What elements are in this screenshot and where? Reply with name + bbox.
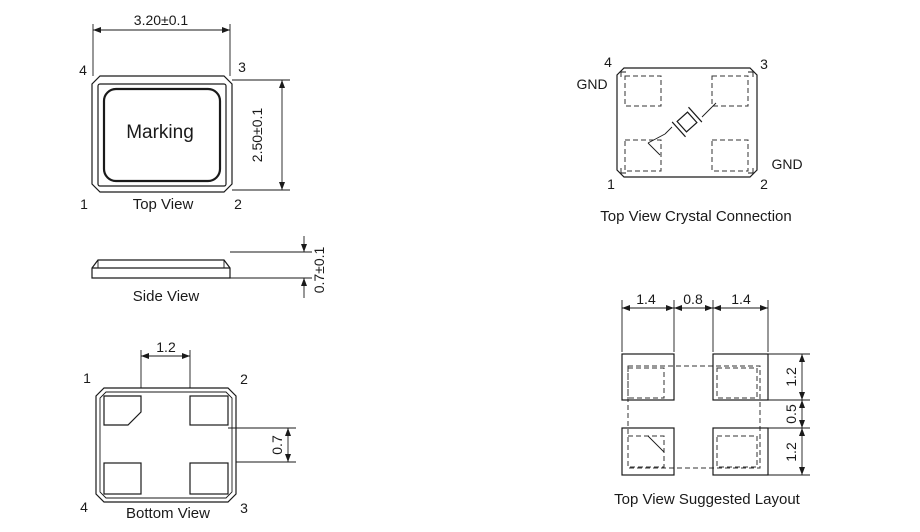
top-view-pin-1: 1 (80, 196, 88, 212)
top-view-lid (102, 87, 222, 183)
bottom-view-pad-3 (189, 462, 229, 495)
bottom-view-pad-1 (103, 395, 142, 426)
top-view-lid-outer (97, 83, 227, 187)
connection-pad-2 (711, 139, 749, 172)
bottom-view-pin-4: 4 (80, 499, 88, 515)
layout-dim-gap: 0.5 (783, 404, 799, 424)
connection-pin-1: 1 (607, 176, 615, 192)
layout-package-outline (627, 365, 761, 469)
top-view-caption: Top View (133, 196, 194, 213)
layout-land-2 (712, 427, 769, 476)
connection-gnd-top: GND (576, 76, 607, 92)
bottom-view-pin-2: 2 (240, 371, 248, 387)
bottom-view: 1.2 0.7 1 2 3 4 Bottom View (80, 339, 296, 522)
layout-land-3 (712, 353, 769, 401)
crystal-symbol (647, 102, 717, 156)
bottom-view-outline (95, 387, 237, 503)
marking-label: Marking (126, 122, 194, 143)
connection-caption: Top View Crystal Connection (600, 208, 791, 225)
suggested-layout-view: 1.4 0.8 1.4 1.2 0.5 1.2 Top View Suggest… (614, 291, 810, 508)
layout-dim-mid: 0.8 (683, 291, 703, 307)
bottom-view-pin-3: 3 (240, 500, 248, 516)
top-view-height-dim: 2.50±0.1 (249, 108, 265, 163)
connection-gnd-bottom: GND (771, 156, 802, 172)
crystal-connection-view: 4 GND 3 GND 1 2 Top View Crystal Connect… (576, 54, 802, 225)
layout-land-1 (621, 427, 675, 476)
connection-pin-3: 3 (760, 56, 768, 72)
layout-dim-left: 1.4 (636, 291, 656, 307)
top-view: 3.20±0.1 Marking 2.50±0.1 4 3 1 2 Top Vi… (79, 12, 290, 213)
connection-pad-3 (711, 75, 749, 107)
connection-pin-2: 2 (760, 176, 768, 192)
side-view-body (91, 259, 231, 279)
connection-pad-1 (624, 139, 662, 172)
layout-dim-pad-bottom: 1.2 (783, 442, 799, 462)
bottom-view-pad-2 (189, 395, 229, 426)
connection-pin-4: 4 (604, 54, 612, 70)
bottom-view-pad-4 (103, 462, 142, 495)
side-view: 0.7±0.1 Side View (91, 236, 327, 305)
connection-package-outline (616, 67, 758, 178)
side-view-thickness-dim: 0.7±0.1 (311, 246, 327, 293)
connection-pad-4 (624, 75, 662, 107)
layout-land-4 (621, 353, 675, 401)
top-view-pin-3: 3 (238, 59, 246, 75)
top-view-pin-2: 2 (234, 196, 242, 212)
bottom-view-pad-height-dim: 0.7 (269, 435, 285, 455)
bottom-view-gap-dim: 1.2 (156, 339, 176, 355)
bottom-view-pin-1: 1 (83, 370, 91, 386)
layout-dim-right: 1.4 (731, 291, 751, 307)
top-view-width-dim: 3.20±0.1 (134, 12, 189, 28)
bottom-view-caption: Bottom View (126, 505, 210, 522)
top-view-pin-4: 4 (79, 62, 87, 78)
layout-caption: Top View Suggested Layout (614, 491, 801, 508)
side-view-caption: Side View (133, 288, 200, 305)
top-view-package-outline (91, 75, 233, 193)
layout-dim-pad-top: 1.2 (783, 367, 799, 387)
